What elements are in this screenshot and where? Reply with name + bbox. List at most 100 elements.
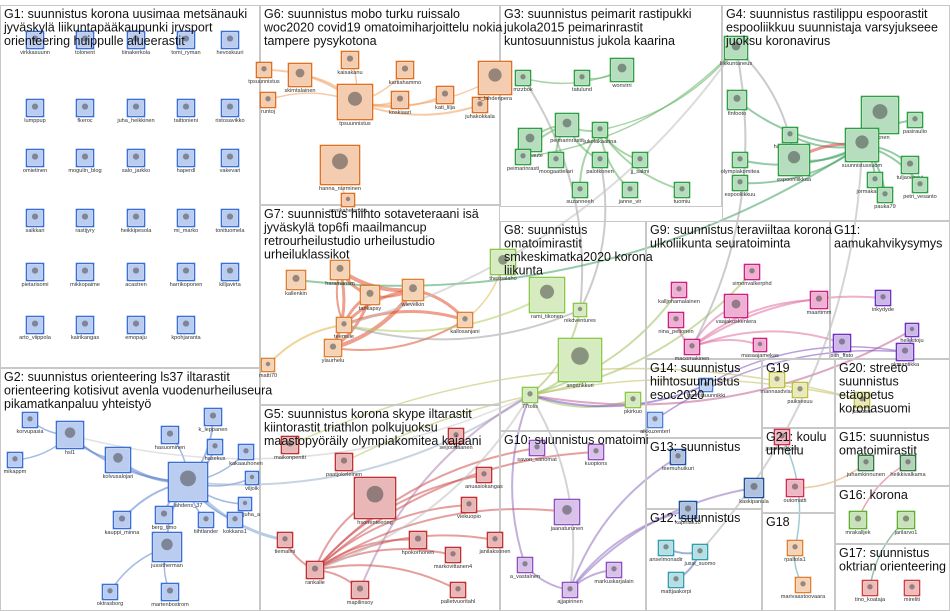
graph-node[interactable]: tino_koataja: [855, 579, 886, 604]
graph-node[interactable]: ylaurhelu: [322, 338, 345, 365]
graph-node[interactable]: mikappm: [4, 451, 27, 476]
graph-node[interactable]: macomakinen: [675, 338, 710, 363]
graph-node[interactable]: outomatti: [783, 478, 807, 505]
graph-node[interactable]: berg_timo: [152, 505, 177, 532]
graph-node[interactable]: pauka79: [874, 186, 896, 211]
graph-node[interactable]: finfooto: [726, 89, 748, 118]
graph-node[interactable]: ristosavikko: [215, 98, 245, 125]
graph-node[interactable]: helkkitoju: [900, 322, 924, 345]
graph-node[interactable]: jarilarvo1: [894, 510, 918, 537]
graph-node[interactable]: annikahelaman: [329, 192, 367, 215]
graph-node[interactable]: tuljaoearjvi: [897, 155, 924, 182]
graph-node[interactable]: hpokorhonen: [402, 530, 435, 557]
graph-node[interactable]: juha_heikkinen: [116, 98, 155, 125]
graph-node[interactable]: janaernikkola: [765, 428, 800, 453]
graph-node[interactable]: salo_jarkko: [122, 148, 150, 175]
graph-node[interactable]: jj_salmi: [630, 151, 650, 176]
graph-node[interactable]: matti70: [259, 357, 277, 380]
graph-node[interactable]: markuskarjalain: [594, 561, 634, 586]
graph-node[interactable]: oktrasborg: [97, 583, 123, 608]
graph-node[interactable]: tiihtlander: [194, 511, 218, 536]
graph-node[interactable]: simonvalkerphd: [732, 263, 772, 288]
graph-node[interactable]: petri_vesanto: [903, 176, 937, 201]
graph-node[interactable]: tankapsy: [359, 284, 382, 313]
graph-node[interactable]: pasiraulio: [903, 111, 927, 136]
graph-node[interactable]: tiinakerkola: [122, 30, 151, 57]
graph-node[interactable]: emopaju: [125, 315, 147, 342]
graph-node[interactable]: kokkans1: [223, 511, 247, 536]
graph-node[interactable]: martenbostrom: [151, 582, 189, 609]
graph-node[interactable]: rastijyry: [75, 208, 95, 235]
graph-node[interactable]: jtasuoni: [851, 391, 872, 416]
graph-node[interactable]: espoonliikkaa: [777, 143, 812, 184]
graph-node[interactable]: seijoottaanen: [439, 427, 473, 452]
graph-node[interactable]: wonvirri: [609, 57, 635, 90]
graph-node[interactable]: hsl1: [55, 420, 85, 457]
graph-node[interactable]: sith_ffato: [831, 333, 854, 360]
graph-node[interactable]: fkeroc: [75, 98, 95, 125]
graph-node[interactable]: jussitherman: [150, 531, 183, 570]
graph-node[interactable]: mireliti: [903, 579, 921, 604]
graph-node[interactable]: tiiriknen: [860, 95, 900, 142]
graph-node[interactable]: mi_marko: [174, 208, 199, 235]
graph-node[interactable]: viljolk: [244, 470, 260, 493]
graph-node[interactable]: mlettijuha_a: [230, 496, 261, 519]
graph-node[interactable]: kallosanjani: [450, 311, 480, 336]
graph-node[interactable]: anuasiokangas: [465, 466, 503, 491]
graph-node[interactable]: rami_tikonen: [528, 276, 566, 321]
graph-node[interactable]: harrikoponen: [170, 262, 203, 289]
graph-node[interactable]: inkydyde: [872, 289, 894, 314]
graph-node[interactable]: korvupasia: [16, 411, 44, 436]
graph-node[interactable]: k_leppanen: [199, 407, 228, 434]
graph-node[interactable]: hevoskuuri: [216, 30, 244, 57]
graph-node[interactable]: suzanneeh: [566, 181, 594, 206]
graph-node[interactable]: ajjapirinen: [557, 581, 583, 606]
graph-node[interactable]: kauppi_minna: [105, 510, 141, 537]
graph-node[interactable]: koskiaari: [389, 90, 411, 117]
graph-node[interactable]: skimtalainen: [284, 62, 316, 95]
graph-node[interactable]: killjavirta: [219, 262, 242, 289]
graph-node[interactable]: kaisakanu: [337, 50, 363, 77]
graph-node[interactable]: heikkivalkama: [890, 454, 926, 479]
graph-node[interactable]: masaajamekas: [741, 337, 779, 360]
graph-node[interactable]: mzzbok: [513, 69, 533, 94]
graph-node[interactable]: rankalle: [305, 560, 325, 587]
graph-node[interactable]: acastren: [125, 262, 147, 289]
graph-node[interactable]: hasekus: [205, 438, 226, 463]
graph-node[interactable]: wlevelkin: [401, 278, 425, 309]
graph-node[interactable]: lahdens_37: [167, 461, 209, 510]
graph-node[interactable]: teemuhuikuri: [662, 448, 694, 473]
graph-node[interactable]: arto_viippola: [19, 315, 52, 342]
graph-node[interactable]: rpaltola1: [784, 539, 806, 564]
graph-node[interactable]: marivaastoovaara: [781, 576, 826, 601]
graph-node[interactable]: omietinen: [23, 148, 47, 175]
graph-node[interactable]: paiksesuu: [787, 381, 813, 406]
graph-node[interactable]: kpohjaranta: [171, 315, 202, 342]
graph-node[interactable]: akmantikka: [891, 342, 920, 369]
graph-node[interactable]: s_lahdenpera: [477, 60, 513, 103]
graph-node[interactable]: maikonpentti: [274, 435, 306, 462]
graph-node[interactable]: kallenkin: [285, 269, 307, 298]
graph-node[interactable]: haperdl: [177, 148, 196, 175]
graph-node[interactable]: paatjokeleinen: [326, 452, 362, 479]
graph-node[interactable]: liikkuntaneus: [720, 35, 753, 68]
graph-node[interactable]: hsorienteering: [353, 476, 397, 527]
graph-node[interactable]: markovittanen4: [434, 546, 472, 571]
graph-node[interactable]: kuopions: [585, 443, 608, 468]
graph-node[interactable]: palotkonen: [586, 151, 614, 176]
graph-node[interactable]: peimarinrasti: [507, 148, 539, 173]
graph-node[interactable]: mrakalljek: [845, 510, 871, 537]
graph-node[interactable]: runtoj: [259, 91, 277, 116]
graph-node[interactable]: olympiakomitea: [721, 151, 761, 176]
graph-node[interactable]: salkkari: [26, 208, 45, 235]
graph-node[interactable]: moogaattelari: [539, 151, 573, 176]
graph-node[interactable]: janilaksonen: [478, 531, 511, 556]
graph-node[interactable]: tiemalmi: [275, 531, 296, 556]
graph-node[interactable]: anselmonadir: [649, 539, 683, 564]
graph-node[interactable]: pkirkuo: [624, 391, 642, 416]
graph-node[interactable]: jukolakaarina: [583, 121, 618, 146]
graph-node[interactable]: savon_sanomat: [517, 439, 557, 464]
graph-node[interactable]: kalljohamalainen: [658, 281, 700, 306]
graph-node[interactable]: maartimm: [807, 290, 832, 317]
graph-node[interactable]: suunnistussuom: [842, 127, 883, 170]
